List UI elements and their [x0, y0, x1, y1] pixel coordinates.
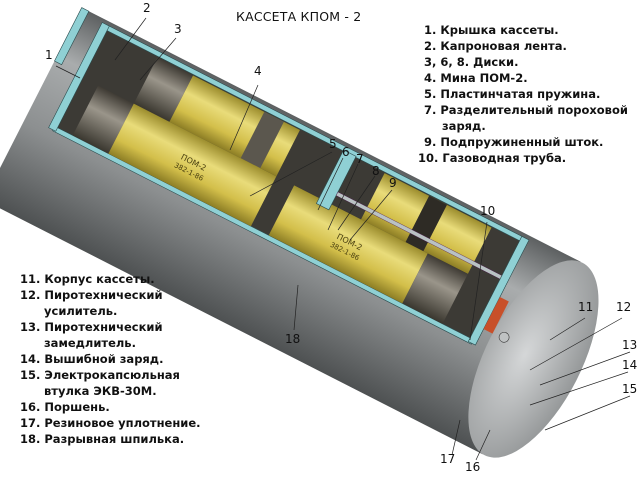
callout-14: 14 [622, 358, 638, 372]
mine-front-1: ПОМ-2 382-1-86 [72, 85, 277, 227]
legend-item: 14. Вышибной заряд. [20, 352, 164, 366]
callout-9: 9 [389, 176, 397, 190]
legend-item: 1. Крышка кассеты. [424, 23, 559, 37]
mine-back-2 [360, 173, 492, 274]
callout-5: 5 [329, 137, 337, 151]
disc-6-8 [315, 149, 357, 211]
legend-item: 18. Разрывная шпилька. [20, 432, 185, 446]
legend-item: 9. Подпружиненный шток. [424, 135, 604, 149]
callout-8: 8 [372, 164, 380, 178]
callout-16: 16 [465, 460, 481, 474]
callout-12: 12 [616, 300, 632, 314]
legend-item: 3, 6, 8. Диски. [424, 55, 519, 69]
cassette-end-cap [468, 260, 599, 458]
legend-item: 7. Разделительный пороховой [424, 103, 628, 117]
legend-item: 11. Корпус кассеты. [20, 272, 155, 286]
callout-2: 2 [143, 1, 151, 15]
callout-17: 17 [440, 452, 456, 466]
rear-frame [467, 235, 530, 346]
legend-item: 17. Резиновое уплотнение. [20, 416, 201, 430]
legend-item: 2. Капроновая лента. [424, 39, 567, 53]
cassette-lid [54, 7, 90, 66]
disc-3 [48, 22, 110, 132]
diagram-title: КАССЕТА КПОМ - 2 [236, 9, 362, 24]
legend-item: 4. Мина ПОМ-2. [424, 71, 528, 85]
legend-item: 15. Электрокапсюльная [20, 368, 180, 382]
mine-back-1 [133, 57, 300, 177]
legend-item: 16. Поршень. [20, 400, 110, 414]
callout-7: 7 [356, 152, 364, 166]
callout-11: 11 [578, 300, 594, 314]
legend-item: 13. Пиротехнический [20, 320, 163, 334]
callout-3: 3 [174, 22, 182, 36]
mine-front-2: ПОМ-2 382-1-86 [268, 185, 468, 324]
expelling-charge [483, 296, 509, 334]
callout-15: 15 [622, 382, 638, 396]
callout-10: 10 [480, 204, 496, 218]
legend-right: 1. Крышка кассеты. 2. Капроновая лента. … [418, 22, 628, 166]
legend-item: 10. Газоводная труба. [418, 151, 567, 165]
electric-primer [498, 331, 510, 343]
callout-lines [55, 17, 631, 461]
legend-item: замедлитель. [44, 336, 136, 350]
callout-1: 1 [45, 48, 53, 62]
legend-item: втулка ЭКВ-30М. [44, 384, 157, 398]
legend-item: усилитель. [44, 304, 118, 318]
callout-4: 4 [254, 64, 262, 78]
legend-item: заряд. [442, 119, 486, 133]
callout-13: 13 [622, 338, 638, 352]
legend-left: 11. Корпус кассеты. 12. Пиротехнический … [20, 271, 201, 447]
callout-6: 6 [342, 145, 350, 159]
legend-item: 12. Пиротехнический [20, 288, 163, 302]
callout-18: 18 [285, 332, 301, 346]
legend-item: 5. Пластинчатая пружина. [424, 87, 601, 101]
